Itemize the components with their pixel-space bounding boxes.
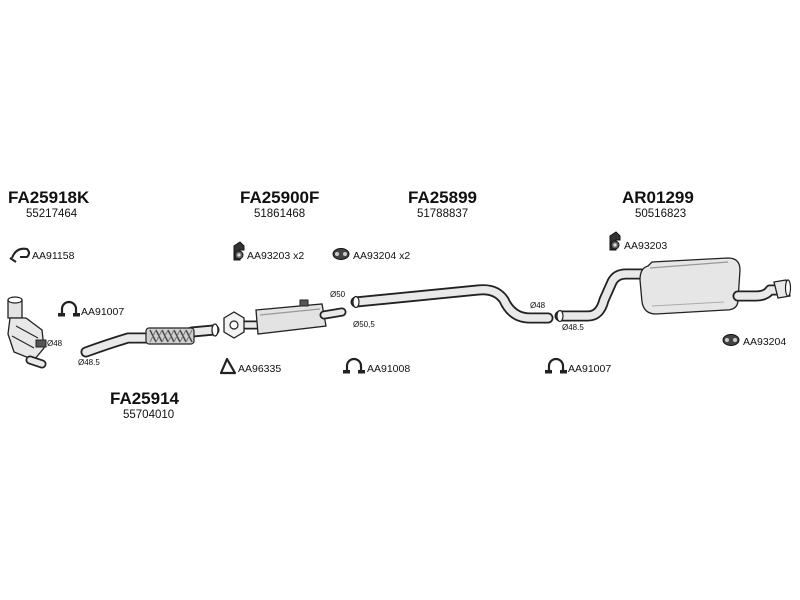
rubber-mount-icon	[233, 241, 245, 261]
part-code: AR01299	[622, 188, 694, 207]
triangle-gasket-icon	[219, 357, 237, 375]
diameter-label: Ø48	[530, 301, 546, 310]
oem-number: 55704010	[123, 409, 174, 421]
diameter-label: Ø50	[330, 290, 346, 299]
rubber-ring-icon	[332, 248, 350, 260]
accessory-aa93204-x2[interactable]: AA93204 x2	[332, 248, 410, 263]
accessory-label: AA91007	[568, 363, 611, 375]
accessory-label: AA93204	[743, 336, 786, 348]
accessory-label: AA91008	[367, 363, 410, 375]
diameter-label: Ø48.5	[78, 358, 100, 367]
catalytic-converter[interactable]	[7, 296, 47, 369]
accessory-aa96335[interactable]: AA96335	[219, 357, 281, 375]
accessory-aa91008[interactable]: AA91008	[343, 357, 410, 375]
diameter-label: Ø50,5	[353, 320, 375, 329]
oem-number: 55217464	[26, 208, 78, 220]
pipe-clamp-icon	[58, 300, 80, 317]
accessory-label: AA91158	[32, 250, 75, 262]
accessory-label: AA93203 x2	[247, 250, 304, 262]
part-code: FA25899	[408, 188, 477, 207]
part-code: FA25900F	[240, 188, 319, 207]
bracket-clip-icon	[9, 247, 30, 263]
accessory-label: AA91007	[81, 306, 124, 318]
accessory-label: AA93204 x2	[353, 250, 410, 262]
front-flex-pipe[interactable]	[80, 323, 220, 358]
part-code: FA25918K	[8, 188, 90, 207]
accessory-aa93204[interactable]: AA93204	[722, 334, 786, 349]
rear-silencer[interactable]	[554, 257, 792, 323]
oem-number: 51861468	[254, 208, 305, 220]
accessory-aa91158[interactable]: AA91158	[9, 247, 75, 263]
rubber-mount-icon	[609, 231, 621, 251]
group-label-fa25900f[interactable]: FA25900F 51861468	[240, 188, 319, 220]
rubber-ring-icon	[722, 334, 740, 346]
pipe-clamp-icon	[545, 357, 567, 374]
accessory-label: AA96335	[238, 363, 281, 375]
accessory-aa91007-left[interactable]: AA91007	[58, 300, 124, 318]
group-label-fa25918k[interactable]: FA25918K 55217464	[8, 188, 90, 220]
part-code: FA25914	[110, 389, 180, 408]
accessory-aa91007-right[interactable]: AA91007	[545, 357, 611, 375]
oem-number: 50516823	[635, 208, 686, 220]
group-label-fa25914[interactable]: FA25914 55704010	[110, 389, 180, 421]
front-silencer[interactable]	[223, 299, 347, 339]
accessory-aa93203-x2[interactable]: AA93203 x2	[233, 241, 304, 262]
accessory-aa93203[interactable]: AA93203	[609, 231, 667, 252]
pipe-clamp-icon	[343, 357, 365, 374]
intermediate-pipe[interactable]	[350, 284, 554, 324]
diameter-label: Ø48.5	[562, 323, 584, 332]
oem-number: 51788837	[417, 208, 468, 220]
group-label-fa25899[interactable]: FA25899 51788837	[408, 188, 477, 220]
diameter-label: Ø48	[47, 339, 63, 348]
accessory-label: AA93203	[624, 240, 667, 252]
group-label-ar01299[interactable]: AR01299 50516823	[622, 188, 694, 220]
